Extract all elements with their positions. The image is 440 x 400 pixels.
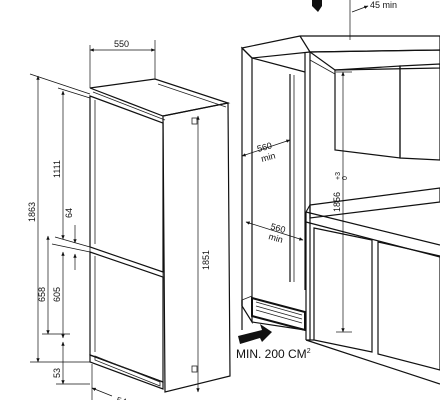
dim-min-upper-label: min (260, 151, 277, 164)
dim-top-clearance: 45 min (370, 0, 397, 10)
ventilation-label: MIN. 200 CM2 (236, 347, 311, 361)
dim-bottom-width: 54 (116, 395, 128, 400)
left-dimensions: 550 1863 1111 64 658 605 53 54 1851 (27, 39, 211, 400)
dim-niche-tol-zero: 0 (342, 176, 349, 180)
dim-lower-inner: 605 (52, 287, 62, 302)
dim-total-height: 1863 (27, 202, 37, 222)
kitchen-niche (240, 35, 440, 385)
dim-cabinet-height: 1851 (201, 250, 211, 270)
dim-bottom: 53 (52, 368, 62, 378)
upper-door (89, 95, 164, 273)
dim-lower-outer: 658 (37, 287, 47, 302)
dim-min-lower-label: min (267, 231, 284, 245)
dim-upper-door: 1111 (52, 160, 62, 178)
top-arrow-icon (312, 0, 322, 12)
dim-depth-upper: 560 (256, 140, 273, 154)
ventilation-arrow-icon (238, 324, 272, 344)
vent-grille (251, 296, 306, 332)
right-dimensions: 45 min 560 min 560 min 1856 +3 0 MIN. 20… (236, 0, 397, 361)
fridge-appliance (89, 70, 231, 393)
dim-niche-tol-plus: +3 (335, 172, 342, 180)
dim-depth-lower: 560 (269, 221, 286, 235)
dim-depth-top: 550 (114, 39, 129, 49)
dim-gap: 64 (64, 208, 74, 218)
dim-niche-height: 1856 (332, 192, 342, 212)
